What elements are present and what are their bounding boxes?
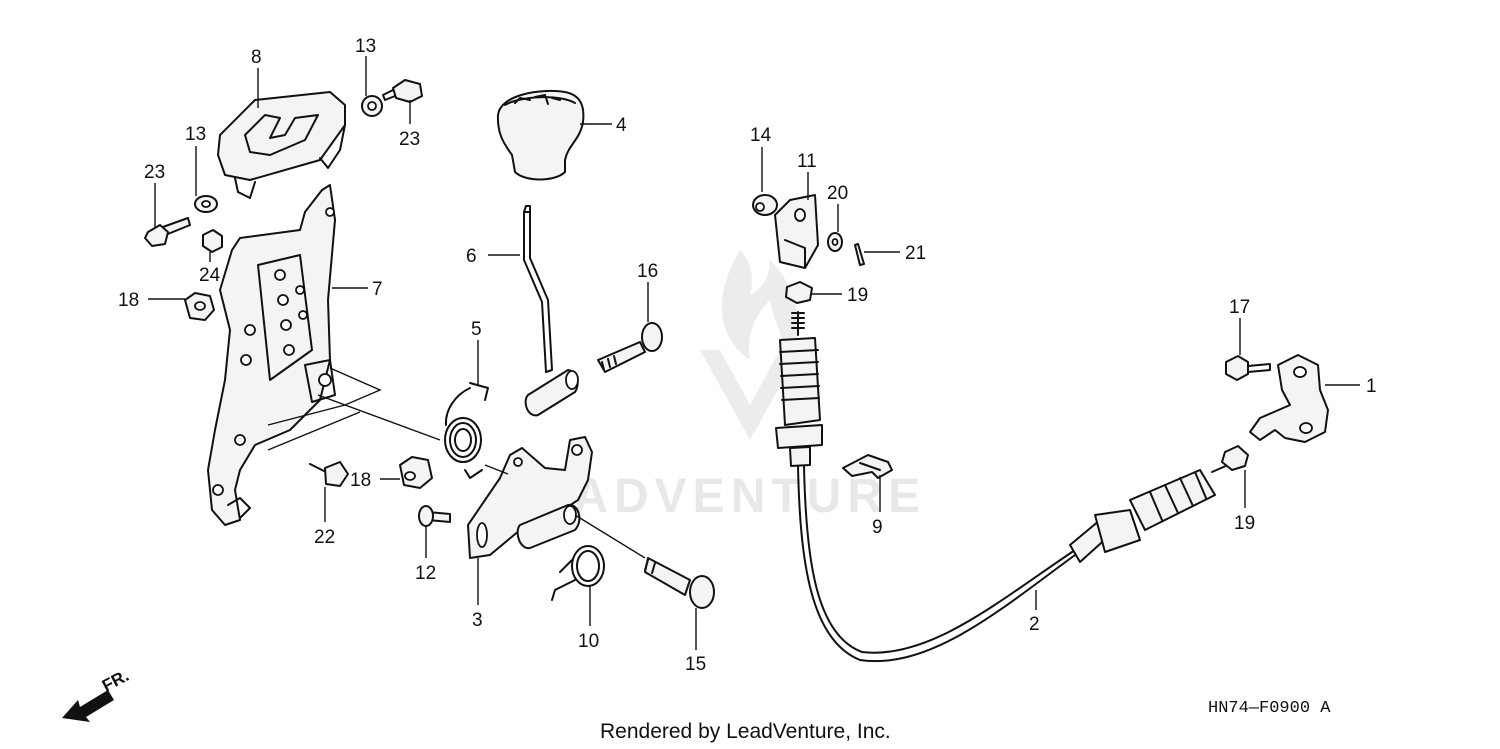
cable-clip[interactable] (842, 454, 893, 479)
pivot-bolt-15[interactable] (644, 557, 715, 609)
bracket-plate[interactable] (207, 184, 336, 526)
shift-knob[interactable] (496, 89, 585, 181)
callout-3[interactable]: 3 (472, 610, 483, 631)
callout-7[interactable]: 7 (372, 279, 383, 300)
washer-13-upper[interactable] (361, 95, 383, 117)
shift-arm[interactable] (1249, 354, 1329, 443)
callout-8[interactable]: 8 (251, 47, 262, 68)
pivot-bolt-16[interactable] (597, 322, 663, 373)
shift-lever[interactable] (523, 205, 579, 417)
render-credit: Rendered by LeadVenture, Inc. (600, 720, 891, 743)
callout-16[interactable]: 16 (637, 261, 658, 282)
callout-13[interactable]: 13 (355, 36, 376, 57)
callout-4[interactable]: 4 (616, 115, 627, 136)
bolt-23-upper[interactable] (382, 79, 423, 103)
bolt-22[interactable] (309, 461, 349, 487)
callout-labels: 8 13 23 13 23 24 18 7 4 6 5 16 18 22 12 … (118, 36, 1377, 675)
callout-5[interactable]: 5 (471, 319, 482, 340)
bushing-18-lower[interactable] (399, 456, 433, 489)
cable-clevis[interactable] (774, 194, 819, 269)
callout-17[interactable]: 17 (1229, 297, 1250, 318)
callout-18[interactable]: 18 (350, 470, 371, 491)
cotter-pin-21[interactable] (854, 243, 865, 266)
washer-13-left[interactable] (194, 195, 218, 213)
callout-20[interactable]: 20 (827, 183, 848, 204)
callout-12[interactable]: 12 (415, 563, 436, 584)
shift-cable[interactable] (775, 311, 1229, 663)
callout-18[interactable]: 18 (118, 290, 139, 311)
callout-23[interactable]: 23 (144, 162, 165, 183)
callout-15[interactable]: 15 (685, 654, 706, 675)
bushing-14[interactable] (752, 194, 778, 216)
callout-9[interactable]: 9 (872, 517, 883, 538)
nut-19-lower[interactable] (1221, 445, 1249, 471)
callout-13[interactable]: 13 (185, 124, 206, 145)
diagram-code: HN74—F0900 A (1208, 699, 1331, 718)
callout-19[interactable]: 19 (1234, 513, 1255, 534)
callout-23[interactable]: 23 (399, 129, 420, 150)
callout-10[interactable]: 10 (578, 631, 599, 652)
bolt-17[interactable] (1225, 355, 1271, 381)
callout-19[interactable]: 19 (847, 285, 868, 306)
callout-22[interactable]: 22 (314, 527, 335, 548)
nut-24[interactable] (202, 229, 223, 253)
bolt-23-left[interactable] (144, 217, 191, 247)
callout-leaders (148, 56, 1360, 650)
torsion-spring-lower[interactable] (551, 545, 605, 601)
callout-24[interactable]: 24 (199, 265, 221, 286)
torsion-spring-upper[interactable] (444, 382, 489, 479)
callout-11[interactable]: 11 (797, 151, 817, 172)
washer-20[interactable] (827, 232, 843, 252)
pin-12[interactable] (418, 505, 451, 527)
lever-bracket[interactable] (467, 436, 593, 559)
callout-21[interactable]: 21 (905, 243, 926, 264)
gate-cover[interactable] (217, 91, 346, 199)
callout-2[interactable]: 2 (1029, 614, 1040, 635)
callout-6[interactable]: 6 (466, 246, 477, 267)
bushing-18-upper[interactable] (184, 292, 215, 321)
front-direction-arrow: FR. (62, 666, 132, 722)
nut-19-upper[interactable] (785, 281, 813, 304)
front-label: FR. (99, 666, 132, 696)
callout-14[interactable]: 14 (750, 125, 772, 146)
callout-1[interactable]: 1 (1366, 376, 1377, 397)
exploded-lines (267, 367, 646, 559)
